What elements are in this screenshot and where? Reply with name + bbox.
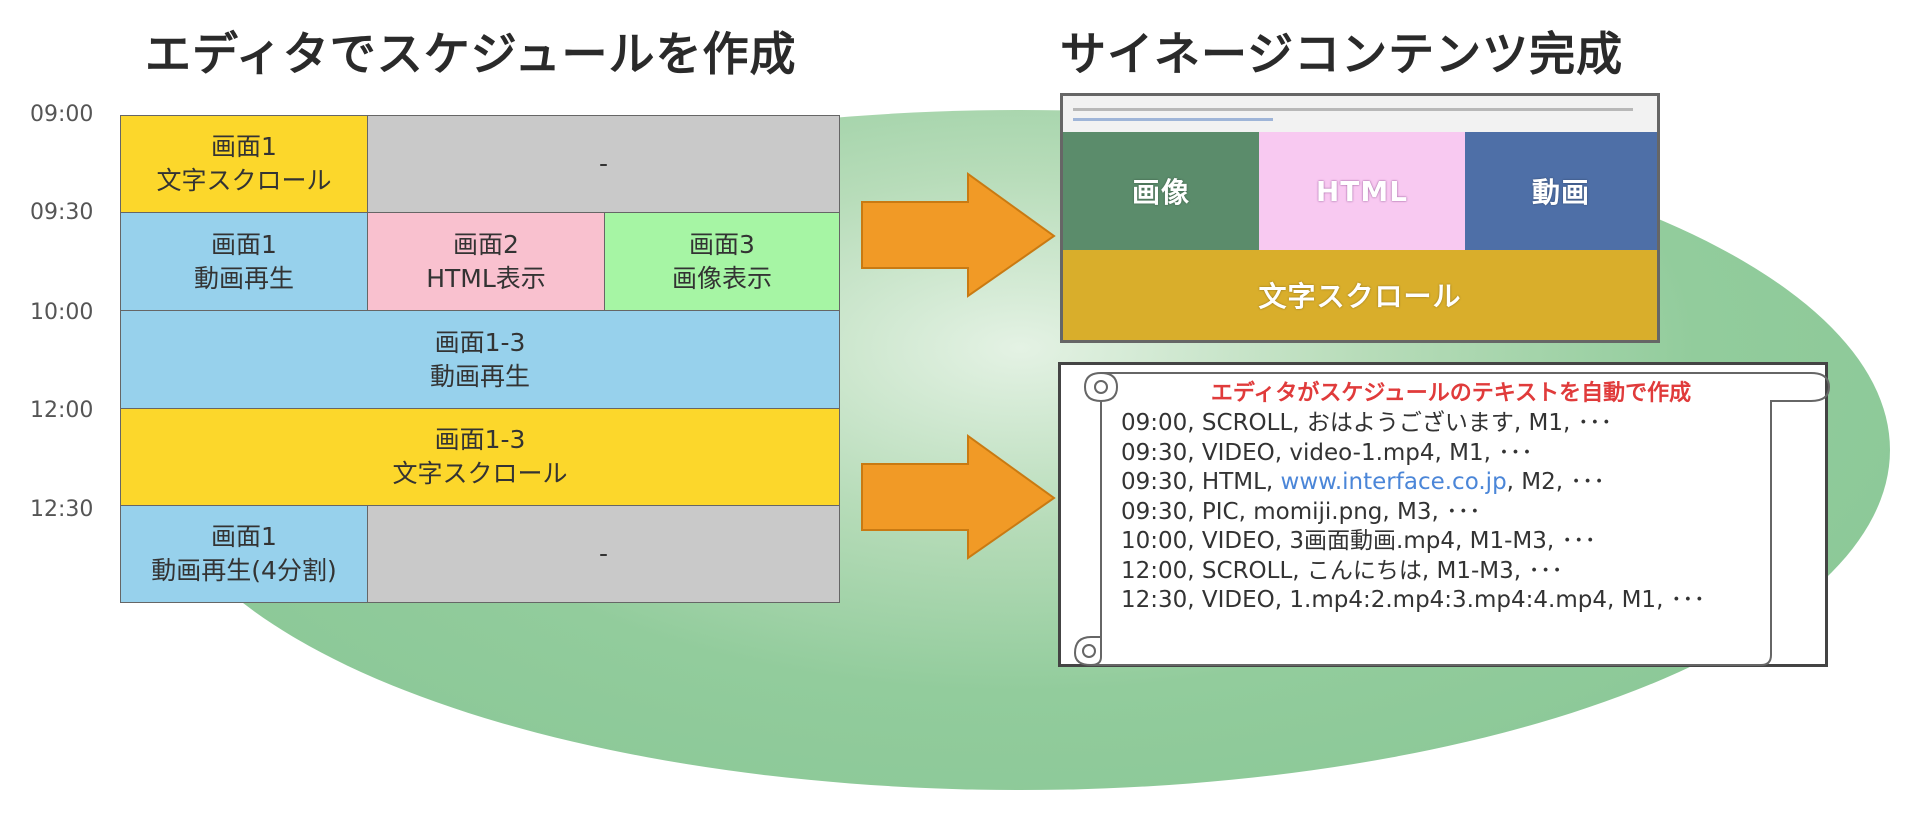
cell-action-label: 動画再生 [193,263,294,293]
cell-action-label: HTML表示 [426,263,546,293]
time-label: 12:00 [30,398,94,423]
cell-action-label: 文字スクロール [156,166,332,195]
cell-screen-label: 画面1-3 [434,425,526,454]
schedule-line: 09:30, HTML, www.interface.co.jp, M2, ･･… [1121,468,1805,498]
time-label: 09:00 [30,102,94,127]
cell-action-label: 動画再生(4分割) [151,556,337,585]
cell-screen-label: 画面1-3 [434,327,526,357]
schedule-cell[interactable]: 画面1 動画再生(4分割) [120,505,368,603]
document-title: エディタがスケジュールのテキストを自動で作成 [1210,381,1692,406]
time-label: 10:00 [30,300,94,325]
cell-action-label: 文字スクロール [392,459,568,488]
scroll-paper-icon [1073,372,1831,666]
browser-toolbar [1063,96,1657,133]
signage-screen-preview: 画像 HTML 動画 文字スクロール [1060,93,1660,343]
empty-marker: - [598,149,609,178]
video-pane: 動画 [1465,132,1657,250]
schedule-cell[interactable]: 画面1-3 文字スクロール [120,408,840,506]
signage-heading: サイネージコンテンツ完成 [1060,27,1624,81]
time-label: 12:30 [30,497,94,522]
schedule-line: 09:30, PIC, momiji.png, M3, ･･･ [1121,498,1481,525]
schedule-text-document: エディタがスケジュールのテキストを自動で作成 09:00, SCROLL, おは… [1058,362,1831,667]
schedule-cell[interactable]: 画面3 画像表示 [604,212,840,311]
right-arrow-icon [861,434,1056,560]
cell-action-label: 動画再生 [429,361,530,391]
schedule-cell-empty[interactable]: - [367,505,840,603]
schedule-grid: 画面1 文字スクロール - 画面1 動画再生 画面2 HTML表示 画面3 画像… [120,115,840,603]
schedule-cell[interactable]: 画面1 文字スクロール [120,115,368,213]
cell-action-label: 画像表示 [671,263,772,293]
schedule-lines: 09:00, SCROLL, おはようございます, M1, ･･･ 09:30,… [1121,409,1805,616]
right-arrow-icon [861,172,1056,298]
schedule-cell[interactable]: 画面2 HTML表示 [367,212,605,311]
schedule-cell[interactable]: 画面1-3 動画再生 [120,310,840,409]
cell-screen-label: 画面1 [211,522,277,551]
url-link[interactable]: www.interface.co.jp [1280,469,1507,495]
schedule-cell-empty[interactable]: - [367,115,840,213]
cell-screen-label: 画面1 [211,132,277,161]
line-text: , M2, ･･･ [1506,469,1605,495]
line-text: 09:30, HTML, [1121,469,1281,495]
editor-heading: エディタでスケジュールを作成 [145,27,797,81]
schedule-line: 10:00, VIDEO, 3画面動画.mp4, M1-M3, ･･･ [1121,528,1596,554]
cell-screen-label: 画面3 [689,229,755,259]
cell-screen-label: 画面1 [211,229,277,259]
time-label: 09:30 [30,200,94,225]
empty-marker: - [598,539,609,568]
schedule-line: 12:00, SCROLL, こんにちは, M1-M3, ･･･ [1121,557,1563,584]
schedule-line: 12:30, VIDEO, 1.mp4:2.mp4:3.mp4:4.mp4, M… [1121,587,1706,613]
schedule-cell[interactable]: 画面1 動画再生 [120,212,368,311]
schedule-line: 09:30, VIDEO, video-1.mp4, M1, ･･･ [1121,439,1533,466]
schedule-line: 09:00, SCROLL, おはようございます, M1, ･･･ [1121,410,1613,436]
scroll-text-pane: 文字スクロール [1063,250,1657,340]
html-pane: HTML [1259,132,1465,250]
image-pane: 画像 [1063,132,1259,250]
cell-screen-label: 画面2 [453,229,519,259]
